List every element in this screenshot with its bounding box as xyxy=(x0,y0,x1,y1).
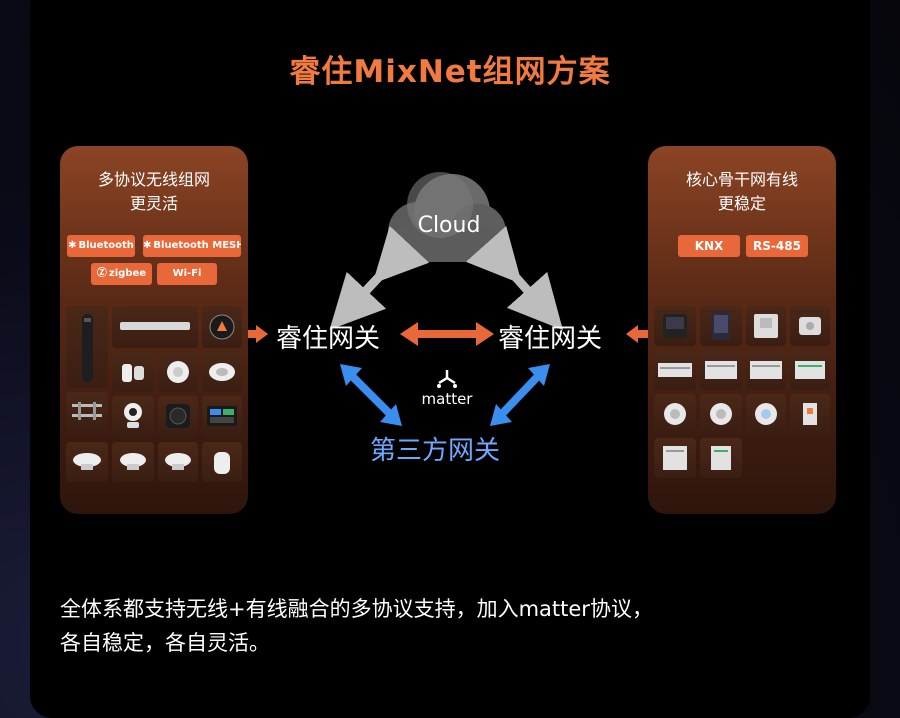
device-tile-camera xyxy=(112,396,154,436)
page-title: 睿住MixNet组网方案 xyxy=(289,54,611,90)
downlight-icon xyxy=(120,453,146,470)
cloud-left-arrow xyxy=(329,225,430,330)
gateway-left: 睿住网关 xyxy=(276,324,381,354)
cloud-label: Cloud xyxy=(417,213,481,238)
device-tile-downlight-1 xyxy=(66,442,108,482)
din-rail-module-icon xyxy=(658,363,692,377)
wifi-badge: Wi-Fi xyxy=(157,263,217,285)
device-tile-humidifier xyxy=(202,442,242,482)
zigbee-badge-label: zigbee xyxy=(108,268,147,279)
device-tile-light-bar xyxy=(112,306,198,348)
bluetooth-icon: ✱ xyxy=(143,240,152,251)
device-tile-sensor xyxy=(112,352,154,392)
device-tile-din-4 xyxy=(790,350,830,390)
description-line1: 全体系都支持无线+有线融合的多协议支持，加入matter协议， xyxy=(60,597,653,621)
device-tile-speaker xyxy=(66,306,108,388)
wireless-panel-title-line2: 更灵活 xyxy=(129,194,178,213)
device-tile-knob xyxy=(158,396,198,436)
tower-speaker-icon xyxy=(82,314,93,382)
bluetooth-badge-label: Bluetooth xyxy=(78,240,134,251)
cloud-right-arrow xyxy=(465,225,563,331)
zigbee-icon: Ⓩ xyxy=(96,268,107,279)
wireless-panel-title-line1: 多协议无线组网 xyxy=(97,170,210,189)
knob-switch-icon xyxy=(166,404,190,428)
circuit-breaker-icon xyxy=(803,403,817,425)
knx-badge: KNX xyxy=(678,235,740,257)
wired-panel-title-line2: 更稳定 xyxy=(717,194,766,213)
third-party-gateway: 第三方网关 xyxy=(370,436,501,466)
humidifier-icon xyxy=(214,452,230,474)
motion-sensor-icon xyxy=(167,361,189,383)
wireless-panel-title: 多协议无线组网 更灵活 xyxy=(60,168,248,216)
device-tile-speaker-1 xyxy=(654,394,696,434)
downlight-icon xyxy=(73,453,101,470)
camera-icon xyxy=(124,403,142,428)
device-tile-rack xyxy=(66,392,108,432)
ceiling-speaker-icon xyxy=(710,403,732,425)
left-panel-arrow xyxy=(248,325,268,343)
description-line2: 各自稳定，各自灵活。 xyxy=(60,631,270,655)
wired-panel-title-line1: 核心骨干网有线 xyxy=(685,170,798,189)
touch-panel-icon xyxy=(663,314,687,338)
device-tile-din-2 xyxy=(700,350,742,390)
matter-icon xyxy=(437,370,457,388)
bluetooth-badge: ✱Bluetooth xyxy=(67,235,135,257)
gateway-link-arrow xyxy=(400,322,494,346)
matter-label: matter xyxy=(421,390,473,408)
device-tile-din-3 xyxy=(746,350,786,390)
device-tile-breaker xyxy=(790,394,830,434)
device-tile-speaker-3 xyxy=(746,394,786,434)
device-tile-thermostat xyxy=(202,306,242,348)
device-tile-sensor-module xyxy=(790,306,830,346)
device-tile-touch-panel xyxy=(654,306,696,346)
device-tile-smoke xyxy=(202,352,242,392)
wired-panel: 核心骨干网有线 更稳定 KNX RS-485 xyxy=(648,146,836,514)
blue-left-arrow xyxy=(340,364,402,426)
smoke-detector-icon xyxy=(209,363,235,381)
thermostat-icon xyxy=(209,314,235,340)
sensor-module-icon xyxy=(799,317,821,335)
device-tile-speaker-2 xyxy=(700,394,742,434)
bluetooth-icon: ✱ xyxy=(68,240,77,251)
clothes-rack-icon xyxy=(72,402,102,420)
device-tile-motion xyxy=(158,352,198,392)
device-tile-panel xyxy=(202,396,242,436)
device-tile-downlight-3 xyxy=(158,442,198,482)
device-tile-wall-switch xyxy=(746,306,786,346)
door-sensor-icon xyxy=(122,364,144,382)
light-bar-icon xyxy=(120,322,190,330)
wifi-badge-label: Wi-Fi xyxy=(172,268,202,279)
control-panel-icon xyxy=(207,406,237,426)
gateway-right: 睿住网关 xyxy=(498,324,603,354)
bluetooth-mesh-badge: ✱Bluetooth MESH xyxy=(143,235,241,257)
downlight-icon xyxy=(165,453,191,470)
device-tile-din-1 xyxy=(654,350,696,390)
din-rail-module-icon xyxy=(663,446,687,470)
din-rail-module-icon xyxy=(705,361,737,379)
device-tile-downlight-2 xyxy=(112,442,154,482)
device-tile-din-5 xyxy=(654,438,696,478)
din-rail-module-icon xyxy=(750,361,782,379)
wired-panel-title: 核心骨干网有线 更稳定 xyxy=(648,168,836,216)
ceiling-speaker-icon xyxy=(755,403,777,425)
rs485-badge: RS-485 xyxy=(746,235,808,257)
device-tile-din-6 xyxy=(700,438,742,478)
right-panel-arrow xyxy=(626,325,648,343)
din-rail-module-icon xyxy=(711,446,731,470)
description: 全体系都支持无线+有线融合的多协议支持，加入matter协议， 各自稳定，各自灵… xyxy=(60,592,850,660)
din-rail-module-icon xyxy=(795,361,825,379)
bluetooth-mesh-badge-label: Bluetooth MESH xyxy=(153,240,241,251)
wireless-panel: 多协议无线组网 更灵活 ✱Bluetooth ✱Bluetooth MESH Ⓩ… xyxy=(60,146,248,514)
device-tile-screen-panel xyxy=(700,306,742,346)
ceiling-speaker-icon xyxy=(664,403,686,425)
screen-panel-icon xyxy=(712,312,730,340)
blue-right-arrow xyxy=(490,364,550,426)
wall-switch-icon xyxy=(754,314,778,338)
